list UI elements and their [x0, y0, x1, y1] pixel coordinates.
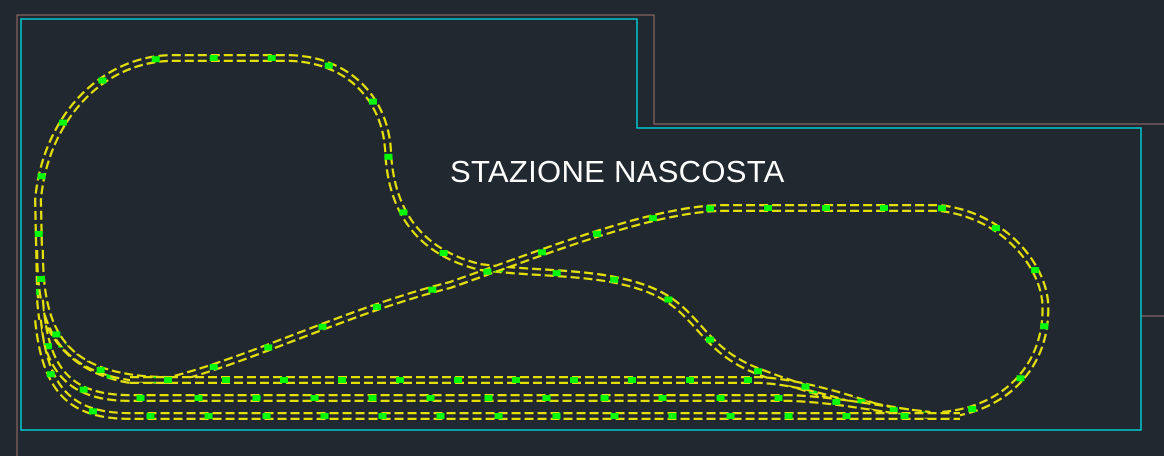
- track-marker: [784, 413, 793, 419]
- track-group: [33, 54, 1050, 420]
- track-marker: [937, 205, 946, 212]
- track-marker: [538, 249, 547, 256]
- track-marker: [686, 377, 694, 383]
- track-marker: [842, 413, 851, 419]
- track-bed: [36, 56, 931, 417]
- track-marker: [88, 408, 97, 415]
- track-marker: [318, 323, 327, 330]
- track-marker: [668, 413, 677, 419]
- track-marker: [552, 270, 561, 277]
- track-marker: [396, 377, 404, 383]
- track-marker: [52, 331, 61, 338]
- track-marker: [426, 395, 435, 401]
- track-marker: [552, 413, 561, 419]
- track-marker: [378, 413, 387, 419]
- track-marker: [610, 413, 619, 419]
- track-marker: [570, 377, 578, 383]
- track-marker: [252, 395, 261, 401]
- track-marker: [368, 395, 377, 401]
- track-marker: [320, 413, 329, 419]
- track-marker: [96, 366, 105, 373]
- track-marker: [593, 230, 602, 237]
- track-bed: [36, 319, 960, 418]
- track-marker: [832, 398, 841, 405]
- track-marker: [774, 395, 783, 401]
- track-marker: [209, 364, 218, 371]
- track-marker: [151, 56, 160, 63]
- track-marker: [706, 336, 715, 343]
- track-marker: [454, 377, 462, 383]
- track-marker: [610, 276, 619, 283]
- track-marker: [1040, 323, 1049, 330]
- track-marker: [439, 250, 448, 257]
- track-marker: [483, 268, 492, 275]
- track-marker: [1016, 375, 1025, 382]
- track-marker: [664, 296, 673, 303]
- track-marker: [164, 377, 172, 383]
- track-marker: [968, 405, 977, 412]
- track-marker: [754, 368, 763, 375]
- track-marker: [368, 98, 377, 105]
- track-marker: [146, 413, 155, 419]
- track-marker: [716, 395, 725, 401]
- track-rail: [33, 54, 931, 419]
- track-marker: [628, 377, 636, 383]
- track-marker: [204, 413, 213, 419]
- track-marker: [98, 77, 107, 84]
- track-marker: [222, 377, 230, 383]
- track-marker: [267, 55, 276, 61]
- track-marker: [37, 173, 46, 180]
- track-marker: [991, 225, 1000, 232]
- track-marker: [209, 55, 218, 61]
- track-marker: [726, 413, 735, 419]
- track-marker: [900, 413, 909, 419]
- track-marker: [658, 395, 667, 401]
- track-marker: [262, 413, 271, 419]
- track-marker: [59, 119, 68, 126]
- layout-boundary: [20, 18, 1142, 431]
- track-marker: [763, 205, 772, 211]
- track-marker: [484, 395, 493, 401]
- track-marker: [542, 395, 551, 401]
- track-marker: [280, 377, 288, 383]
- track-marker: [79, 386, 88, 393]
- track-marker: [264, 344, 273, 351]
- track-marker: [34, 230, 43, 237]
- track-marker: [744, 377, 752, 383]
- track-marker: [324, 62, 333, 69]
- track-marker: [879, 205, 888, 211]
- track-marker: [37, 275, 46, 282]
- track-marker: [384, 153, 393, 160]
- track-marker: [43, 343, 52, 350]
- track-marker: [338, 377, 346, 383]
- track-marker: [310, 395, 319, 401]
- track-marker: [600, 395, 609, 401]
- track-marker: [136, 395, 145, 401]
- track-marker: [889, 407, 898, 414]
- track-marker: [648, 215, 657, 222]
- track-marker: [801, 383, 810, 390]
- wall-outline: [16, 14, 1164, 456]
- track-marker: [706, 205, 715, 212]
- track-marker: [194, 395, 203, 401]
- track-marker: [1031, 267, 1040, 274]
- track-marker: [821, 205, 830, 211]
- track-marker: [436, 413, 445, 419]
- track-marker: [857, 398, 866, 405]
- track-marker: [46, 371, 55, 378]
- track-marker: [372, 304, 381, 311]
- track-marker: [512, 377, 520, 383]
- track-marker: [494, 413, 503, 419]
- station-label: STAZIONE NASCOSTA: [450, 154, 785, 189]
- track-marker: [399, 209, 408, 216]
- track-marker: [428, 286, 437, 293]
